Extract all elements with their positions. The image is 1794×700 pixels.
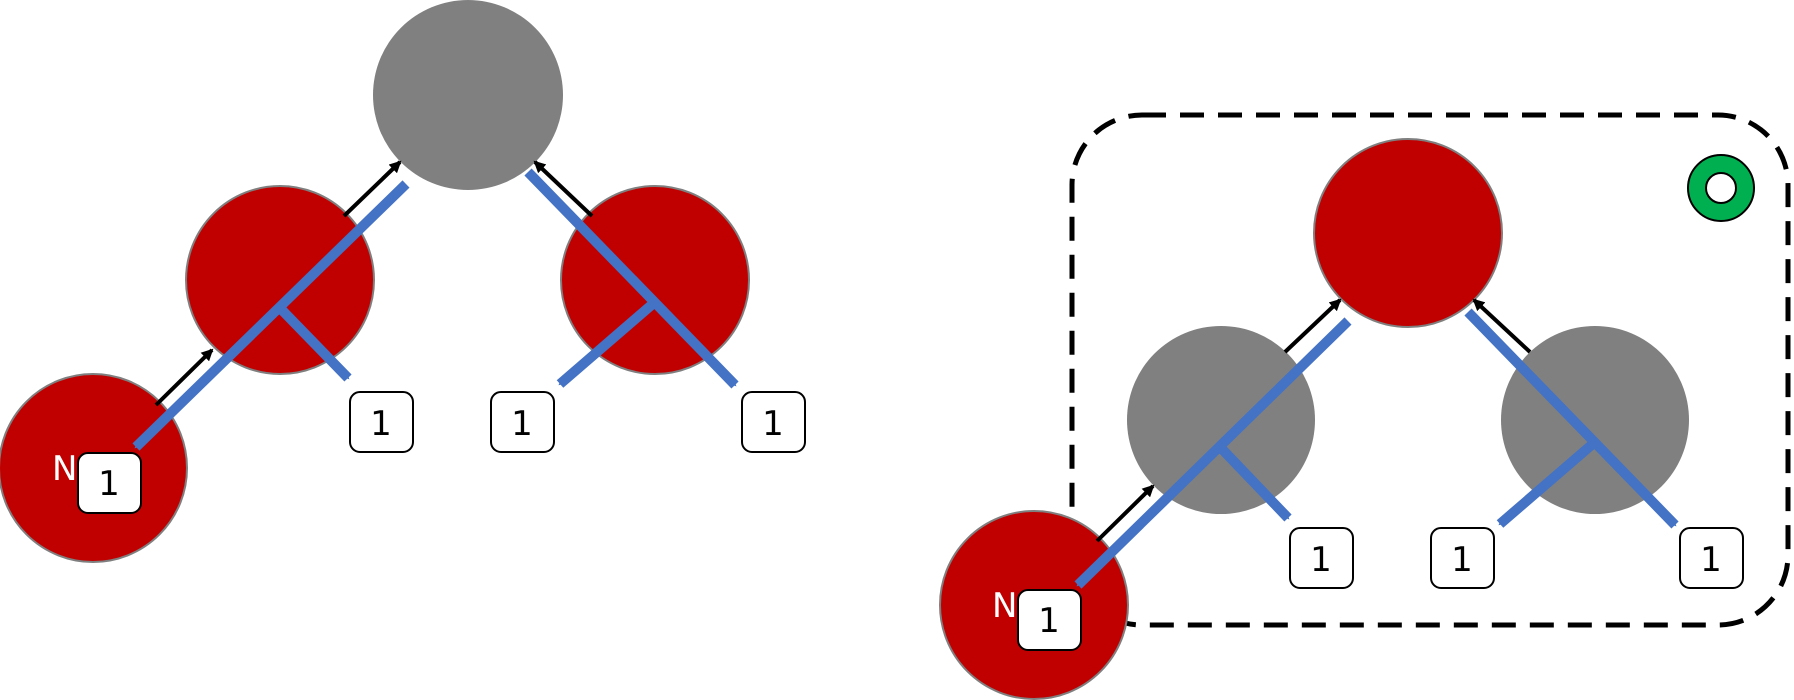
- right-left-child-node: [1127, 326, 1315, 514]
- left-tree: N 1 1 1 1: [0, 0, 806, 563]
- left-label-box-3: 1: [490, 391, 555, 453]
- svg-text:1: 1: [1038, 601, 1060, 641]
- right-blue-arrow-branch: [1217, 444, 1292, 522]
- left-left-child-node: [185, 185, 375, 375]
- right-label-box-4: 1: [1679, 527, 1744, 589]
- right-leaf-letter: N: [992, 586, 1017, 626]
- left-label-box-2: 1: [349, 391, 414, 453]
- svg-text:1: 1: [98, 464, 120, 504]
- left-blue-arrow-right-branch: [556, 298, 659, 388]
- left-black-arrow-upper: [342, 160, 402, 218]
- left-label-box-1: 1: [77, 452, 142, 514]
- right-label-box-1: 1: [1017, 589, 1082, 651]
- right-right-child-node: [1501, 326, 1689, 514]
- svg-text:1: 1: [1700, 540, 1722, 580]
- ok-ring-icon: [1687, 154, 1755, 222]
- right-blue-arrow-right-long: [1464, 308, 1679, 529]
- left-blue-arrow-long: [132, 180, 410, 451]
- left-black-arrow-right: [533, 160, 594, 218]
- left-right-child-node: [560, 185, 750, 375]
- left-label-box-4: 1: [741, 391, 806, 453]
- svg-text:1: 1: [370, 404, 392, 444]
- right-black-arrow-upper: [1283, 298, 1342, 354]
- subtree-dashed-border: [1069, 112, 1791, 628]
- right-label-box-2: 1: [1289, 527, 1354, 589]
- right-blue-arrow-long: [1074, 317, 1352, 589]
- svg-text:1: 1: [1310, 540, 1332, 580]
- svg-text:1: 1: [1451, 540, 1473, 580]
- svg-text:1: 1: [762, 404, 784, 444]
- right-tree: N 1 1 1 1: [939, 112, 1791, 700]
- right-root-node: [1313, 138, 1503, 328]
- right-black-arrow-lower: [1095, 484, 1155, 543]
- right-label-box-3: 1: [1430, 527, 1495, 589]
- right-black-arrow-right: [1472, 298, 1532, 354]
- svg-text:1: 1: [511, 404, 533, 444]
- left-blue-arrow-branch: [276, 304, 352, 382]
- left-black-arrow-lower: [154, 348, 214, 407]
- left-blue-arrow-right-long: [524, 168, 739, 389]
- right-blue-arrow-right-branch: [1496, 438, 1599, 528]
- left-leaf-letter: N: [52, 449, 77, 489]
- left-root-node: [373, 0, 563, 190]
